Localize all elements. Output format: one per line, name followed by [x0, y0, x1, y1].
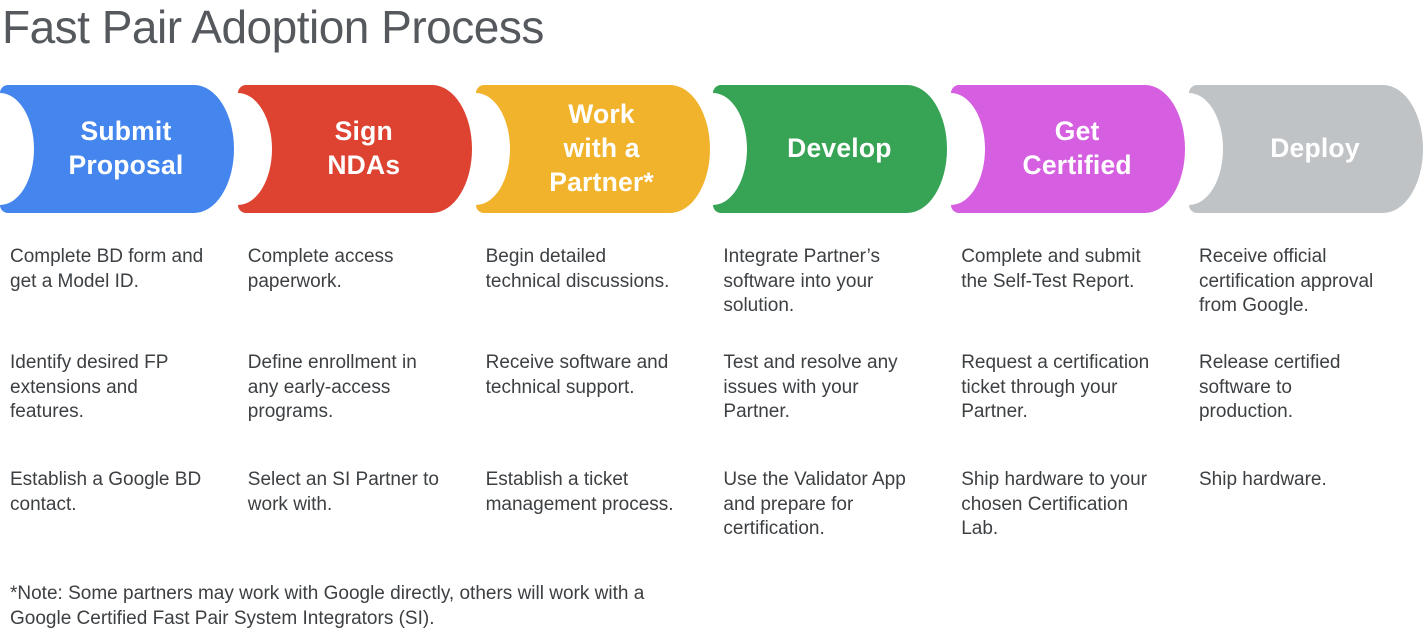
stage-bullet: Complete access paperwork.: [247, 246, 394, 292]
stage-label: Work with a Partner*: [549, 99, 654, 197]
stage-chevron: Submit Proposal: [0, 85, 234, 213]
stage-bullet: Integrate Partner’s software into your s…: [723, 246, 881, 316]
stage-shape: [237, 85, 472, 213]
stage-bullet: Establish a Google BD contact.: [10, 469, 202, 515]
stage-bullet: Receive official certification approval …: [1198, 246, 1374, 316]
stage-chevron: Sign NDAs: [237, 85, 472, 213]
stage-bullet: Use the Validator App and prepare for ce…: [723, 469, 906, 539]
stage-shape: [0, 85, 234, 213]
stage-bullet: Ship hardware.: [1198, 469, 1327, 490]
stage-bullet: Ship hardware to your chosen Certificati…: [961, 469, 1148, 539]
stage-bullet: Test and resolve any issues with your Pa…: [723, 352, 898, 422]
stage-bullet: Begin detailed technical discussions.: [485, 246, 670, 292]
page-title: Fast Pair Adoption Process: [2, 1, 544, 53]
stage-shape: [713, 85, 948, 213]
stage-shape: [475, 85, 710, 213]
stage-chevron: Deploy: [1188, 85, 1423, 213]
stage-bullet: Establish a ticket management process.: [485, 469, 674, 515]
stage-chevron: Develop: [713, 85, 948, 213]
stage-label: Develop: [787, 133, 892, 164]
stage-bullet: Receive software and technical support.: [485, 352, 669, 398]
stage-bullet: Select an SI Partner to work with.: [247, 469, 439, 515]
stage-bullet: Complete BD form and get a Model ID.: [10, 246, 204, 292]
stage-label: Submit Proposal: [68, 116, 184, 180]
stage-label: Sign NDAs: [327, 116, 401, 180]
footnote: *Note: Some partners may work with Googl…: [10, 583, 645, 629]
stage-shape: [951, 85, 1186, 213]
stage-chevron: Get Certified: [951, 85, 1186, 213]
stage-bullet: Release certified software to production…: [1198, 352, 1341, 422]
stage-bullet: Identify desired FP extensions and featu…: [10, 352, 169, 422]
stage-bullet: Complete and submit the Self-Test Report…: [961, 246, 1141, 292]
stage-label: Get Certified: [1022, 116, 1132, 180]
stage-shape: [1188, 85, 1423, 213]
stage-chevron: Work with a Partner*: [475, 85, 710, 213]
stage-bullet: Define enrollment in any early-access pr…: [247, 352, 417, 422]
stage-label: Deploy: [1270, 133, 1360, 164]
stage-bullet: Request a certification ticket through y…: [961, 352, 1150, 422]
